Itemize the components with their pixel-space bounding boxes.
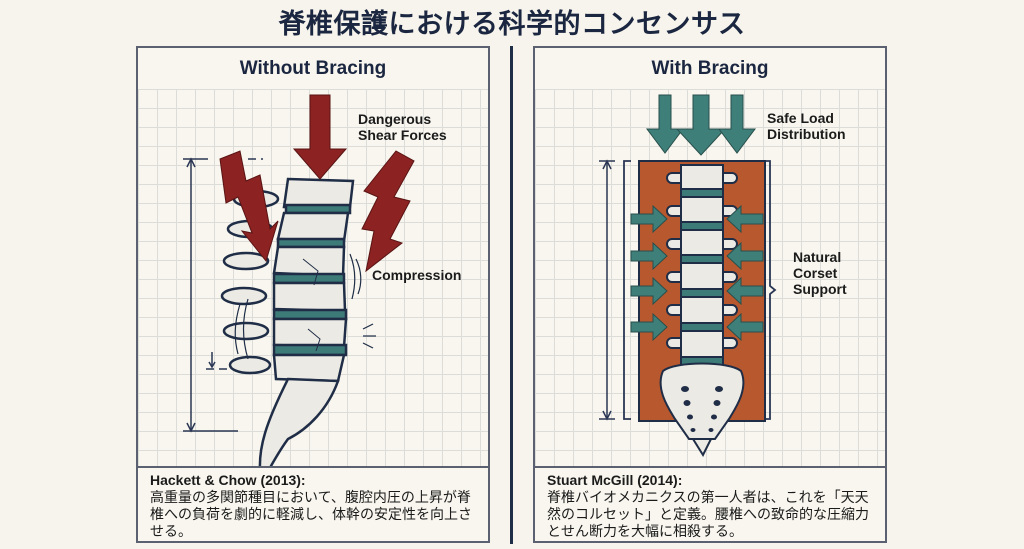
without-bracing-svg [183,94,415,466]
down-arrow-icon [718,94,756,154]
lightning-arrow-icon [361,150,415,273]
citation-author: Stuart McGill (2014): [547,472,683,488]
bracket-icon [623,160,777,420]
spine-icon [659,164,745,458]
without-bracing-panel: Without Bracing [136,46,490,543]
panel-heading: Without Bracing [138,48,488,91]
center-divider [510,46,513,544]
shear-forces-label: Dangerous Shear Forces [358,111,447,143]
strain-lines-icon [234,253,376,360]
page-title: 脊椎保護における科学的コンセンサス [278,9,746,40]
citation-text: 脊椎バイオメカニクスの第一人者は、これを「天天然のコルセット」と定義。腰椎への致… [547,489,869,539]
citation-block: Stuart McGill (2014): 脊椎バイオメカニクスの第一人者は、こ… [547,472,877,540]
citation-text: 高重量の多関節種目において、腹腔内圧の上昇が脊椎への負荷を劇的に軽減し、体幹の安… [150,489,472,539]
compression-label: Compression [372,267,462,283]
lightning-arrow-icon [219,150,279,263]
with-bracing-illustration: Safe Load Distribution Natural Corset Su… [535,89,885,468]
natural-corset-label: Natural Corset Support [793,249,847,297]
panel-heading: With Bracing [535,48,885,91]
down-arrow-icon [646,94,684,154]
with-bracing-svg [599,94,777,458]
inward-arrow-icon [630,204,764,342]
spine-icon [220,177,355,466]
with-bracing-panel: With Bracing [533,46,887,543]
down-arrow-icon [675,94,727,156]
dimension-line-icon [599,159,615,421]
citation-author: Hackett & Chow (2013): [150,472,306,488]
safe-load-label: Safe Load Distribution [767,110,846,142]
down-arrow-icon [292,94,348,180]
citation-block: Hackett & Chow (2013): 高重量の多関節種目において、腹腔内… [150,472,480,540]
without-bracing-illustration: Dangerous Shear Forces Compression [138,89,488,468]
